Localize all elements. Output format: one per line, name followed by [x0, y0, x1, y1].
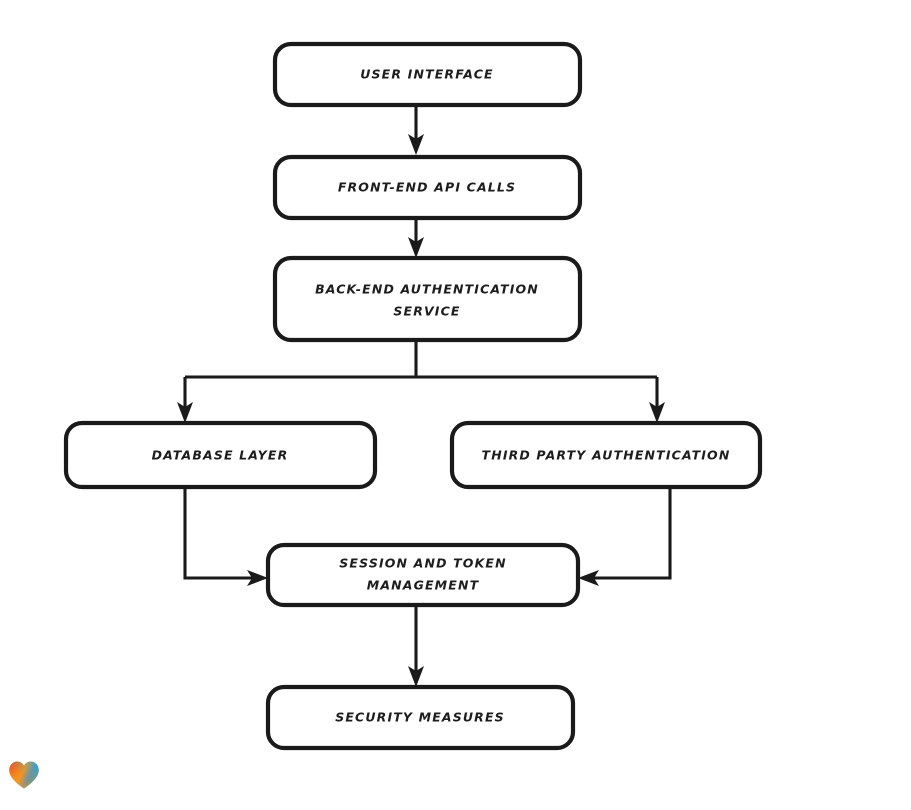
node-session-and-token-management-shape[interactable]: [265, 542, 581, 608]
node-front-end-api-calls-shape[interactable]: [272, 154, 583, 221]
node-session-and-token-management[interactable]: SESSION AND TOKEN MANAGEMENT: [265, 542, 581, 608]
node-front-end-api-calls[interactable]: FRONT-END API CALLS: [272, 154, 583, 221]
edge-session-and-token-management-to-security-measures: [408, 605, 424, 687]
node-security-measures[interactable]: SECURITY MEASURES: [265, 684, 576, 751]
node-session-and-token-management-label-line1: SESSION AND TOKEN: [339, 556, 506, 571]
node-user-interface-shape[interactable]: [272, 41, 583, 108]
node-front-end-api-calls-label: FRONT-END API CALLS: [338, 180, 516, 195]
heart-icon: [9, 761, 39, 789]
node-third-party-authentication[interactable]: THIRD PARTY AUTHENTICATION: [449, 420, 763, 490]
node-database-layer-shape[interactable]: [63, 420, 378, 490]
node-security-measures-shape[interactable]: [265, 684, 576, 751]
node-user-interface[interactable]: USER INTERFACE: [272, 41, 583, 108]
node-database-layer[interactable]: DATABASE LAYER: [63, 420, 378, 490]
edge-user-interface-to-front-end-api-calls: [408, 105, 424, 155]
node-database-layer-label: DATABASE LAYER: [152, 448, 289, 463]
edge-front-end-api-calls-to-back-end-authentication-service: [408, 218, 424, 258]
node-security-measures-label: SECURITY MEASURES: [335, 710, 505, 725]
node-third-party-authentication-shape[interactable]: [449, 420, 763, 490]
node-back-end-authentication-service-shape[interactable]: [272, 255, 583, 343]
node-back-end-authentication-service-label-line1: BACK-END AUTHENTICATION: [315, 282, 539, 297]
node-back-end-authentication-service[interactable]: BACK-END AUTHENTICATION SERVICE: [272, 255, 583, 343]
node-third-party-authentication-label: THIRD PARTY AUTHENTICATION: [482, 448, 731, 463]
node-user-interface-label: USER INTERFACE: [360, 67, 494, 82]
node-session-and-token-management-label-line2: MANAGEMENT: [367, 578, 480, 593]
node-back-end-authentication-service-label-line2: SERVICE: [393, 304, 460, 319]
edge-database-layer-to-session-and-token-management: [183, 487, 268, 586]
edge-back-end-authentication-service-branch: [177, 340, 665, 423]
edge-third-party-authentication-to-session-and-token-management: [578, 487, 672, 586]
